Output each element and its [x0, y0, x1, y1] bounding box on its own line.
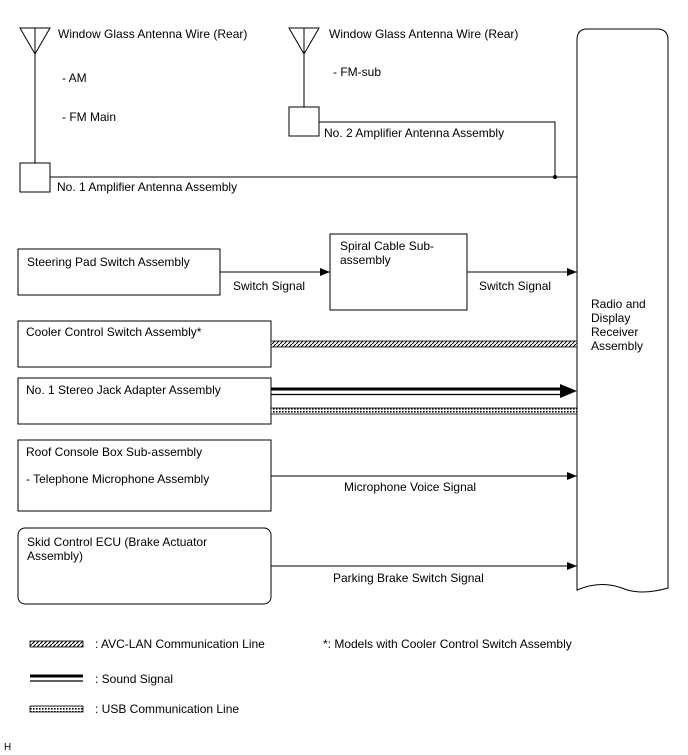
legend-avc-swatch	[29, 640, 84, 648]
no1-amplifier-box	[19, 162, 51, 193]
antenna-1-band-am: - AM	[62, 71, 87, 85]
legend-usb-label: : USB Communication Line	[95, 702, 239, 716]
antenna-1-label: Window Glass Antenna Wire (Rear)	[58, 27, 247, 41]
usb-line	[270, 407, 578, 415]
no2-amplifier-line	[319, 121, 556, 177]
no2-amplifier-box	[288, 106, 320, 137]
roof-console-label: Roof Console Box Sub-assembly	[26, 445, 202, 459]
legend-note: *: Models with Cooler Control Switch Ass…	[323, 637, 572, 651]
receiver-label: Radio and Display Receiver Assembly	[591, 297, 649, 353]
spiral-cable-box	[329, 233, 468, 311]
steering-pad-switch-label: Steering Pad Switch Assembly	[27, 255, 190, 269]
receiver-box	[576, 28, 669, 593]
antenna-1: Window Glass Antenna Wire (Rear) - AM - …	[19, 27, 247, 163]
switch-signal-1-label: Switch Signal	[233, 279, 305, 293]
cooler-control-switch-box	[17, 320, 272, 368]
antenna-2-label: Window Glass Antenna Wire (Rear)	[329, 27, 518, 41]
spiral-cable-label: Spiral Cable Sub- assembly	[340, 239, 437, 267]
corner-mark: H	[4, 742, 11, 753]
antenna-2: Window Glass Antenna Wire (Rear) - FM-su…	[288, 27, 518, 107]
microphone-signal-label: Microphone Voice Signal	[344, 480, 476, 494]
avc-lan-line	[270, 340, 578, 348]
parking-brake-signal-label: Parking Brake Switch Signal	[333, 571, 484, 585]
stereo-jack-adapter-box	[17, 377, 272, 425]
roof-console-box	[17, 439, 272, 512]
legend-usb-swatch	[29, 705, 84, 713]
cooler-control-switch-label: Cooler Control Switch Assembly*	[26, 325, 202, 339]
no1-amplifier-label: No. 1 Amplifier Antenna Assembly	[57, 180, 237, 194]
stereo-jack-adapter-label: No. 1 Stereo Jack Adapter Assembly	[26, 383, 221, 397]
legend: : AVC-LAN Communication Line *: Models w…	[29, 637, 572, 716]
skid-control-ecu-label: Skid Control ECU (Brake Actuator Assembl…	[27, 535, 210, 563]
legend-sound-label: : Sound Signal	[95, 672, 173, 686]
switch-signal-2-label: Switch Signal	[479, 279, 551, 293]
telephone-microphone-label: - Telephone Microphone Assembly	[26, 472, 209, 486]
no2-amplifier-label: No. 2 Amplifier Antenna Assembly	[324, 126, 504, 140]
sound-signal-arrow	[560, 384, 577, 398]
legend-avc-label: : AVC-LAN Communication Line	[95, 637, 265, 651]
antenna-2-band-fm-sub: - FM-sub	[333, 65, 381, 79]
antenna-1-band-fm-main: - FM Main	[62, 110, 116, 124]
